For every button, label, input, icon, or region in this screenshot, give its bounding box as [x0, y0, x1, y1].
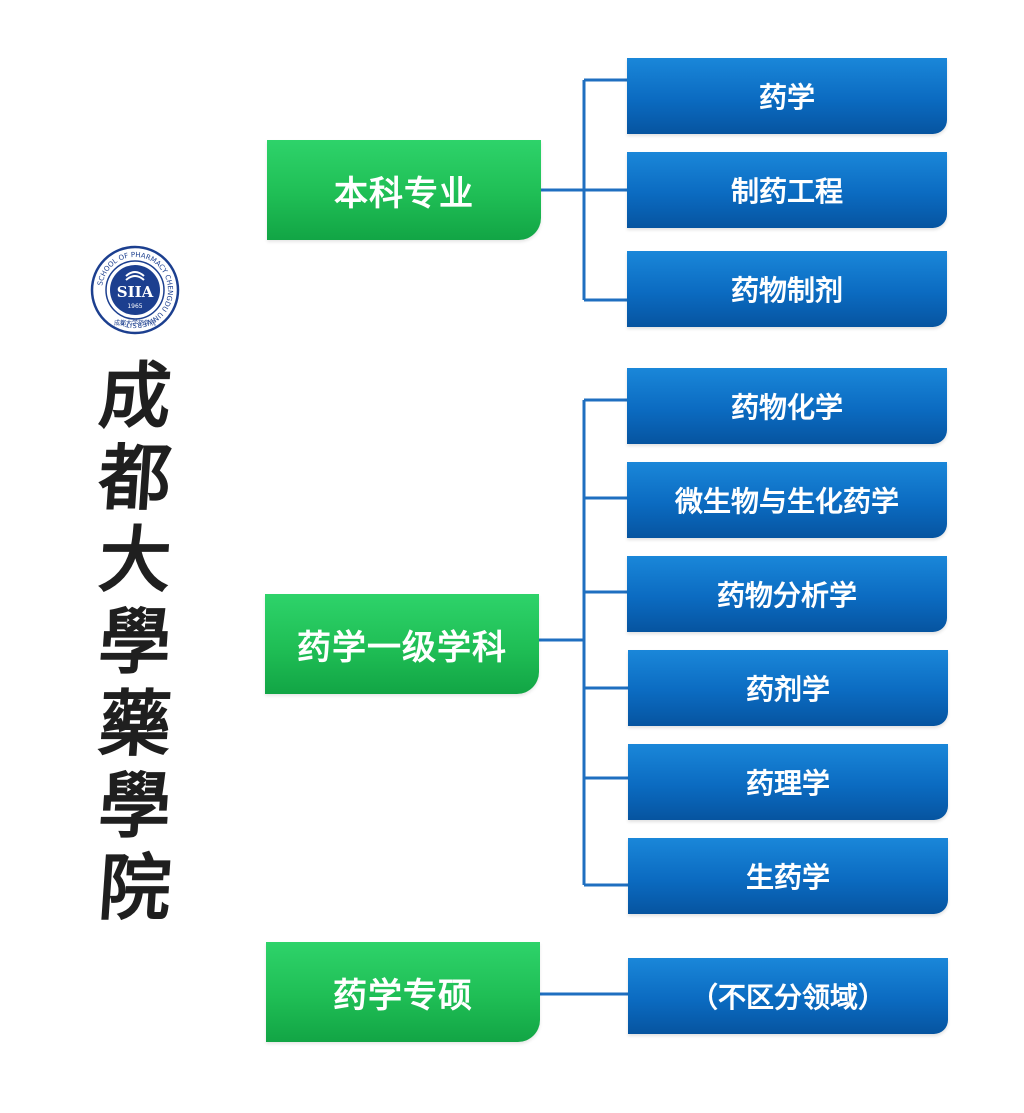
group-first-level-discipline: 药学一级学科 [265, 594, 539, 694]
logo-bottom-text: 成都大学药学院 [114, 319, 156, 327]
title-char: 學 [96, 763, 175, 848]
school-title-vertical: 成 都 大 學 藥 學 院 [90, 353, 180, 930]
item-pharmacy: 药学 [627, 58, 947, 134]
item-pharmaceutical-analysis: 药物分析学 [627, 556, 947, 632]
item-pharmacognosy: 生药学 [628, 838, 948, 914]
item-pharmaceutical-engineering: 制药工程 [627, 152, 947, 228]
title-char: 學 [96, 599, 175, 684]
item-pharmacology: 药理学 [628, 744, 948, 820]
title-char: 大 [96, 517, 175, 602]
item-medicinal-chemistry: 药物化学 [627, 368, 947, 444]
group-professional-master: 药学专硕 [266, 942, 540, 1042]
item-pharmaceutics-undergrad: 药物制剂 [627, 251, 947, 327]
logo-year: 1965 [127, 303, 142, 310]
school-logo: SCHOOL OF PHARMACY CHENGDU UNIVERSITY SI… [90, 245, 180, 335]
title-char: 院 [96, 845, 175, 930]
title-char: 藥 [96, 681, 175, 766]
item-microbial-biochemical-pharmacy: 微生物与生化药学 [627, 462, 947, 538]
item-no-field-distinction: （不区分领域） [628, 958, 948, 1034]
title-char: 成 [96, 353, 175, 438]
group-undergraduate: 本科专业 [267, 140, 541, 240]
title-char: 都 [96, 435, 175, 520]
logo-center-text: SIIA [117, 283, 154, 301]
item-pharmaceutics: 药剂学 [628, 650, 948, 726]
